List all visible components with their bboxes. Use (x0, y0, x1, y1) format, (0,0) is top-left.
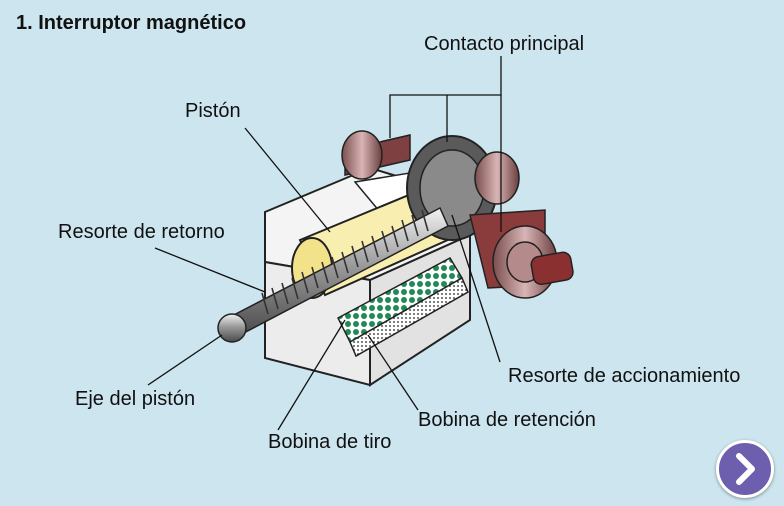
page-title: 1. Interruptor magnético (16, 12, 247, 34)
return-spring (261, 209, 429, 315)
piston-shaft (217, 206, 449, 343)
label-pull-coil: Bobina de tiro (268, 431, 391, 453)
next-button[interactable] (716, 440, 774, 498)
label-return-spring: Resorte de retorno (58, 221, 225, 243)
main-contact-assembly (341, 130, 574, 299)
label-drive-spring: Resorte de accionamiento (508, 365, 740, 387)
chevron-right-icon (736, 453, 755, 485)
label-piston-shaft: Eje del pistón (75, 388, 195, 410)
label-piston: Pistón (185, 100, 241, 122)
leader-lines (147, 56, 502, 431)
label-hold-coil: Bobina de retención (418, 409, 596, 431)
label-main-contact: Contacto principal (424, 33, 584, 55)
hold-coil (349, 276, 469, 358)
